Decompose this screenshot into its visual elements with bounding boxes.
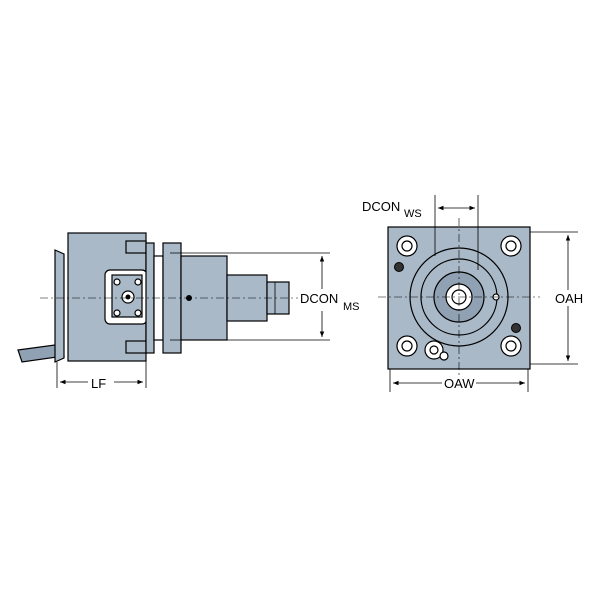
bottom-step [125,340,147,354]
screw-hole [134,309,142,317]
oaw-label: OAW [444,376,475,391]
side-view [17,232,330,388]
flange-plate [54,249,65,363]
lf-label: LF [91,376,106,391]
dcon-ms-label: DCON [300,291,338,306]
coolant-port-core [125,294,131,300]
screw-hole [134,278,142,286]
top-step [125,240,147,254]
dcon-ws-subscript: WS [404,208,422,220]
small-hole [511,323,521,333]
dcon-ms-subscript: MS [343,301,360,313]
small-hole [394,262,404,272]
screw-hole [113,278,121,286]
screw-hole [113,309,121,317]
dcon-ws-label: DCON [362,199,400,214]
front-view [378,195,578,392]
oah-label: OAH [555,291,583,306]
